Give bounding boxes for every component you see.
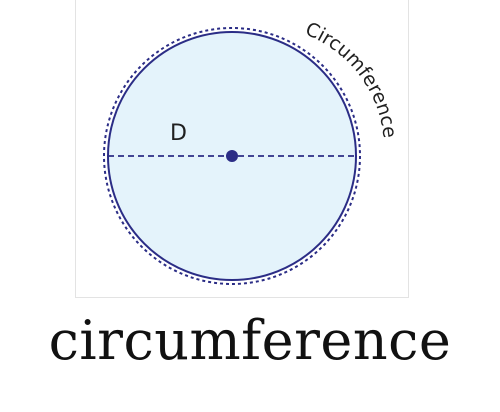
circle-diagram: D Circumference xyxy=(103,18,401,285)
circumference-dotted-outline xyxy=(103,27,361,285)
center-point xyxy=(226,150,238,162)
caption-word: circumference xyxy=(48,309,452,372)
diameter-label: D xyxy=(170,121,187,146)
